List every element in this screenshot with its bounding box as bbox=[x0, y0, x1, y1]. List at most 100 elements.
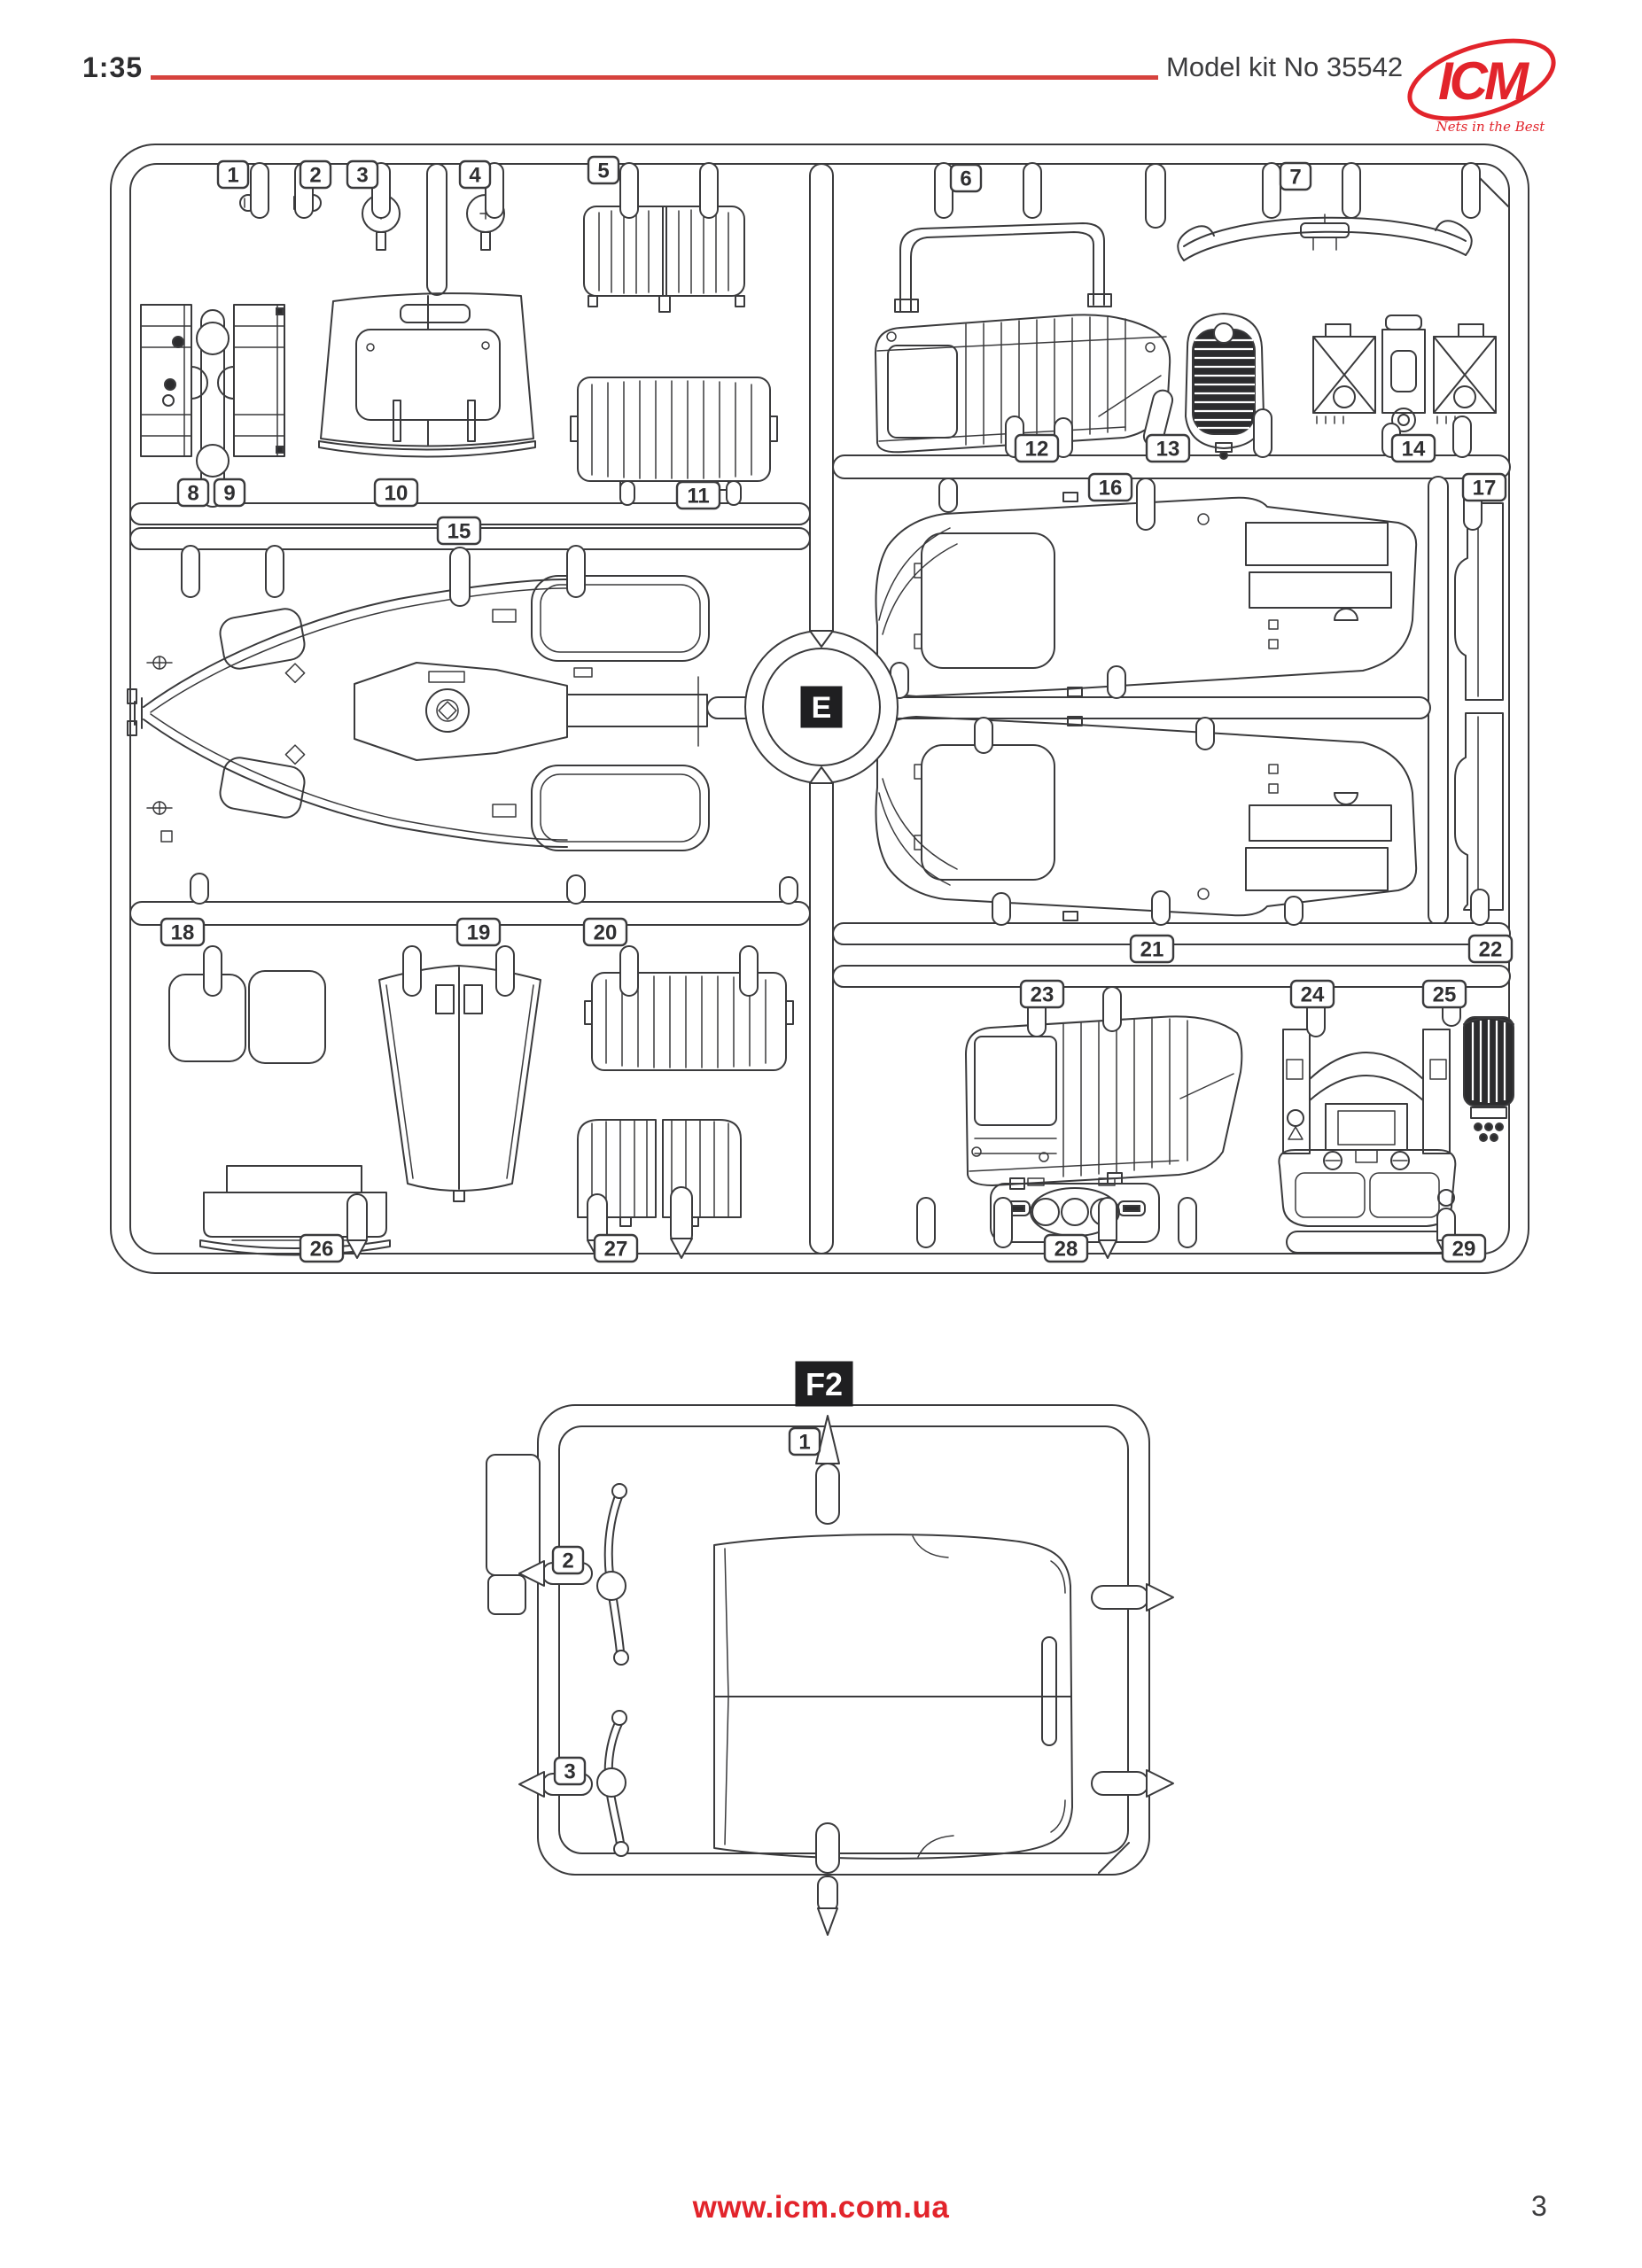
part-tag-E-22: 22 bbox=[1467, 934, 1514, 964]
sprue-e-gates bbox=[181, 162, 1490, 1259]
svg-text:29: 29 bbox=[1452, 1238, 1476, 1262]
svg-text:18: 18 bbox=[171, 921, 195, 945]
part-tag-E-25: 25 bbox=[1421, 979, 1467, 1009]
part-tag-E-20: 20 bbox=[582, 917, 628, 947]
part-tag-E-6: 6 bbox=[949, 163, 983, 193]
part-tag-E-3: 3 bbox=[346, 159, 379, 190]
svg-text:14: 14 bbox=[1402, 438, 1426, 462]
part-drawing-25 bbox=[1463, 1016, 1514, 1142]
part-drawing-26 bbox=[199, 1165, 391, 1256]
part-tag-E-2: 2 bbox=[299, 159, 332, 190]
badge-E: E bbox=[800, 686, 843, 728]
icm-logo-art: ICM Nets in the Best bbox=[1407, 38, 1556, 135]
part-drawing-12 bbox=[875, 314, 1171, 454]
part-drawing-23 bbox=[965, 1015, 1243, 1190]
svg-text:2: 2 bbox=[562, 1550, 573, 1573]
part-drawing-13 bbox=[1142, 313, 1265, 460]
part-drawing-29 bbox=[1437, 1189, 1455, 1207]
svg-text:F2: F2 bbox=[805, 1366, 843, 1402]
part-tag-E-10: 10 bbox=[373, 478, 419, 508]
part-tag-E-13: 13 bbox=[1145, 433, 1191, 463]
part-tag-E-9: 9 bbox=[213, 478, 246, 508]
sprue-letter-badge-E: E bbox=[800, 686, 843, 728]
part-tag-E-14: 14 bbox=[1390, 433, 1436, 463]
svg-text:27: 27 bbox=[604, 1238, 628, 1262]
svg-text:28: 28 bbox=[1054, 1238, 1078, 1262]
badge-F2: F2 bbox=[795, 1361, 853, 1407]
part-drawing-21 bbox=[875, 716, 1418, 921]
part-drawing-11 bbox=[570, 377, 778, 491]
part-drawing-24 bbox=[1278, 1029, 1457, 1254]
part-tag-E-23: 23 bbox=[1019, 979, 1065, 1009]
part-drawing-f2-1 bbox=[713, 1534, 1073, 1860]
part-drawing-17 bbox=[1454, 502, 1504, 701]
sprue-e-runners bbox=[129, 163, 1511, 1254]
svg-text:8: 8 bbox=[187, 482, 198, 506]
part-tag-E-21: 21 bbox=[1129, 934, 1175, 964]
part-tag-E-8: 8 bbox=[176, 478, 210, 508]
svg-text:6: 6 bbox=[960, 167, 971, 191]
part-drawing-8 bbox=[140, 304, 208, 457]
part-drawing-18 bbox=[168, 970, 326, 1064]
svg-text:12: 12 bbox=[1025, 438, 1049, 462]
svg-text:1: 1 bbox=[798, 1431, 810, 1455]
part-drawing-15 bbox=[127, 575, 710, 851]
part-tag-E-16: 16 bbox=[1087, 472, 1133, 502]
svg-text:1: 1 bbox=[227, 164, 238, 188]
part-tag-E-1: 1 bbox=[216, 159, 250, 190]
part-drawing-28 bbox=[990, 1177, 1160, 1243]
part-tag-E-28: 28 bbox=[1043, 1233, 1089, 1263]
part-tag-E-18: 18 bbox=[160, 917, 206, 947]
svg-text:7: 7 bbox=[1289, 166, 1301, 190]
header-rule bbox=[151, 75, 1158, 80]
svg-text:21: 21 bbox=[1140, 938, 1164, 962]
logo-swoosh-icon bbox=[1407, 38, 1556, 121]
page-number: 3 bbox=[1531, 2190, 1547, 2222]
svg-text:24: 24 bbox=[1301, 983, 1325, 1007]
svg-text:2: 2 bbox=[309, 164, 321, 188]
svg-text:16: 16 bbox=[1099, 477, 1123, 501]
svg-text:3: 3 bbox=[356, 164, 368, 188]
svg-text:9: 9 bbox=[223, 482, 235, 506]
svg-text:15: 15 bbox=[447, 520, 471, 544]
svg-text:23: 23 bbox=[1031, 983, 1054, 1007]
sprue-f2: 1 2 3 F2 bbox=[486, 1361, 1174, 1936]
svg-text:3: 3 bbox=[564, 1760, 575, 1784]
part-tag-E-19: 19 bbox=[455, 917, 502, 947]
part-drawing-16 bbox=[875, 492, 1418, 697]
svg-text:5: 5 bbox=[597, 159, 609, 183]
svg-text:17: 17 bbox=[1473, 477, 1497, 501]
logo-tagline: Nets in the Best bbox=[1436, 119, 1546, 135]
chassis-fitting-icon bbox=[146, 656, 173, 815]
part-drawing-6 bbox=[894, 222, 1112, 313]
part-drawing-10 bbox=[318, 292, 536, 458]
part-tag-E-7: 7 bbox=[1279, 161, 1312, 191]
part-tag-E-24: 24 bbox=[1289, 979, 1335, 1009]
logo-text: ICM bbox=[1438, 51, 1530, 111]
svg-text:22: 22 bbox=[1479, 938, 1503, 962]
part-drawing-7 bbox=[1177, 214, 1473, 261]
part-drawing-22 bbox=[1454, 712, 1504, 911]
part-tag-F2-1: 1 bbox=[788, 1426, 821, 1456]
part-tag-E-15: 15 bbox=[436, 516, 482, 546]
part-drawing-14 bbox=[1312, 315, 1497, 432]
svg-text:E: E bbox=[812, 691, 832, 725]
tags-F2: 1 2 3 bbox=[551, 1426, 821, 1786]
part-drawing-5 bbox=[583, 206, 745, 313]
part-tag-E-11: 11 bbox=[675, 480, 721, 510]
part-drawing-f2-3 bbox=[596, 1710, 629, 1857]
part-tag-E-29: 29 bbox=[1441, 1233, 1487, 1263]
part-tag-E-5: 5 bbox=[587, 155, 620, 185]
svg-text:4: 4 bbox=[469, 164, 481, 188]
svg-text:20: 20 bbox=[594, 921, 618, 945]
kit-number-label: Model kit No 35542 bbox=[1166, 51, 1404, 82]
part-tag-E-27: 27 bbox=[593, 1233, 639, 1263]
svg-text:11: 11 bbox=[687, 485, 709, 509]
part-drawing-19 bbox=[378, 965, 541, 1202]
part-tag-E-17: 17 bbox=[1461, 472, 1507, 502]
scale-label: 1:35 bbox=[82, 51, 144, 83]
svg-text:10: 10 bbox=[385, 482, 409, 506]
part-drawing-9 bbox=[217, 304, 285, 457]
